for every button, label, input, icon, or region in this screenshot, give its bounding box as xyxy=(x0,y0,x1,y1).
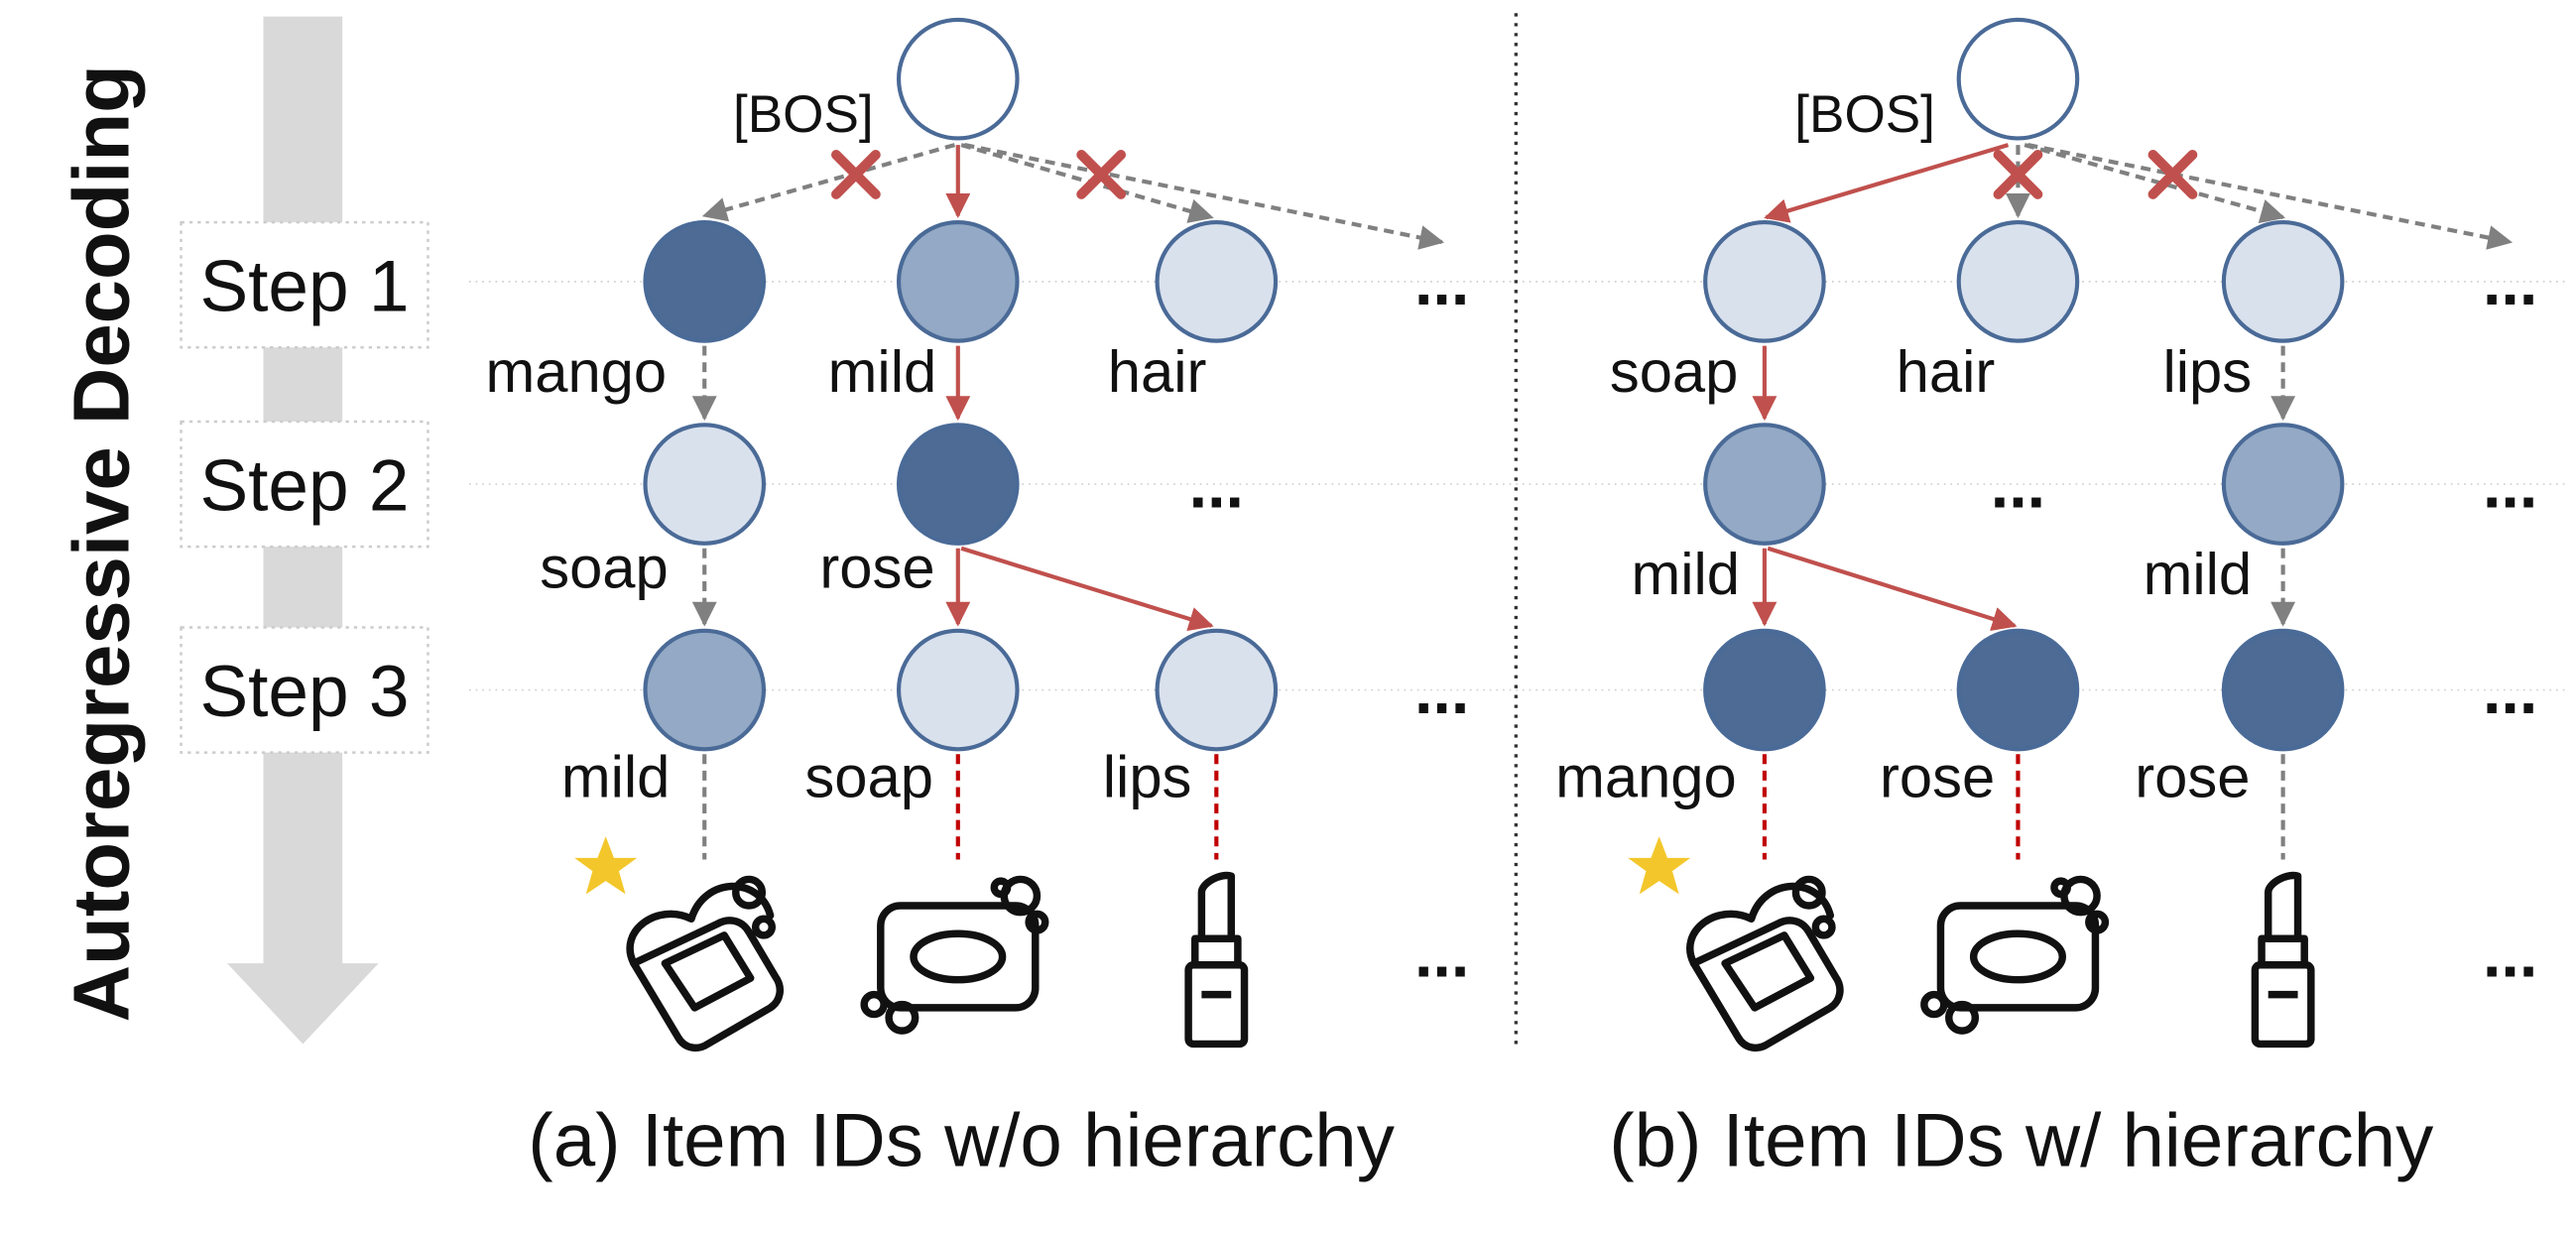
token-label: mango xyxy=(485,338,667,405)
step-2-box: Step 2 xyxy=(180,420,429,549)
token-label: soap xyxy=(540,535,669,601)
node-a-step1-hair xyxy=(1155,220,1279,343)
soap-bar-icon xyxy=(1920,875,2110,1035)
token-label: lips xyxy=(2162,338,2252,405)
ellipsis: ... xyxy=(1414,918,1469,991)
edge-a-rose-lips xyxy=(960,546,1214,632)
token-label: mild xyxy=(1631,541,1740,607)
panel-a: [BOS] mango mild hair soap rose mild soa… xyxy=(485,17,1469,1182)
cross-icon xyxy=(831,150,881,199)
node-b-step2-mild xyxy=(1703,423,1826,546)
node-b-step3-rose-2 xyxy=(2221,628,2345,752)
row-guides xyxy=(468,281,2568,691)
step-3-label: Step 3 xyxy=(199,652,409,732)
step-3-box: Step 3 xyxy=(180,626,429,754)
token-label: rose xyxy=(2135,743,2250,809)
ellipsis: ... xyxy=(2483,246,2537,319)
node-bos xyxy=(1956,17,2080,141)
node-a-step3-soap xyxy=(896,628,1020,752)
node-b-step1-hair xyxy=(1956,220,2080,343)
node-b-step2-mild-2 xyxy=(2221,423,2345,546)
bos-label: [BOS] xyxy=(1794,85,1935,144)
ellipsis: ... xyxy=(1414,655,1469,728)
step-2-label: Step 2 xyxy=(199,446,409,527)
token-label: mild xyxy=(828,338,937,405)
node-a-step1-mild xyxy=(896,220,1020,343)
node-b-step1-soap xyxy=(1703,220,1826,343)
node-a-step3-lips xyxy=(1155,628,1279,752)
step-1-label: Step 1 xyxy=(199,247,409,327)
soap-bubbles-icon xyxy=(626,875,785,1052)
step-1-box: Step 1 xyxy=(180,220,429,349)
token-label: hair xyxy=(1108,338,1207,405)
token-label: mild xyxy=(561,743,671,809)
token-label: mango xyxy=(1555,743,1737,809)
edge-b-mild-rose xyxy=(1767,546,2018,631)
node-a-step1-mango xyxy=(643,220,767,343)
node-bos xyxy=(896,17,1020,141)
node-b-step1-lips xyxy=(2221,220,2345,343)
token-label: lips xyxy=(1103,743,1192,809)
token-label: hair xyxy=(1897,338,1996,405)
axis-title: Autoregressive Decoding xyxy=(57,64,145,1022)
edge-b-bos-lips xyxy=(2024,143,2286,224)
lipstick-icon xyxy=(1184,871,1249,1049)
bos-label: [BOS] xyxy=(733,85,874,144)
panel-b: [BOS] soap hair lips mild mild mango ros… xyxy=(1555,17,2537,1182)
cross-icon xyxy=(1076,150,1127,199)
ellipsis: ... xyxy=(2483,448,2537,522)
edge-b-bos-soap xyxy=(1764,143,2010,223)
node-b-step3-rose xyxy=(1956,628,2080,752)
cross-icon xyxy=(2147,150,2198,199)
lipstick-icon xyxy=(2251,871,2315,1049)
node-a-step2-rose xyxy=(896,423,1020,546)
star-icon xyxy=(1628,836,1691,895)
ellipsis: ... xyxy=(2483,918,2537,991)
soap-bubbles-icon xyxy=(1686,875,1844,1052)
edge-a-bos-mango xyxy=(701,143,956,222)
token-label: rose xyxy=(819,535,934,601)
star-icon xyxy=(574,836,638,895)
token-label: mild xyxy=(2144,541,2253,607)
token-label: soap xyxy=(1610,338,1739,405)
panel-b-caption: (b) Item IDs w/ hierarchy xyxy=(1609,1098,2434,1182)
node-a-step2-soap xyxy=(643,423,767,546)
ellipsis: ... xyxy=(1991,448,2045,522)
cross-icon xyxy=(1993,150,2043,199)
node-b-step3-mango xyxy=(1703,628,1826,752)
ellipsis: ... xyxy=(2483,655,2537,728)
panel-a-caption: (a) Item IDs w/o hierarchy xyxy=(528,1098,1395,1182)
soap-bar-icon xyxy=(860,875,1049,1035)
token-label: soap xyxy=(804,743,933,809)
node-a-step3-mild xyxy=(643,628,767,752)
ellipsis: ... xyxy=(1189,448,1244,522)
edge-a-bos-hair xyxy=(960,143,1214,223)
token-label: rose xyxy=(1880,743,1995,809)
ellipsis: ... xyxy=(1414,246,1469,319)
